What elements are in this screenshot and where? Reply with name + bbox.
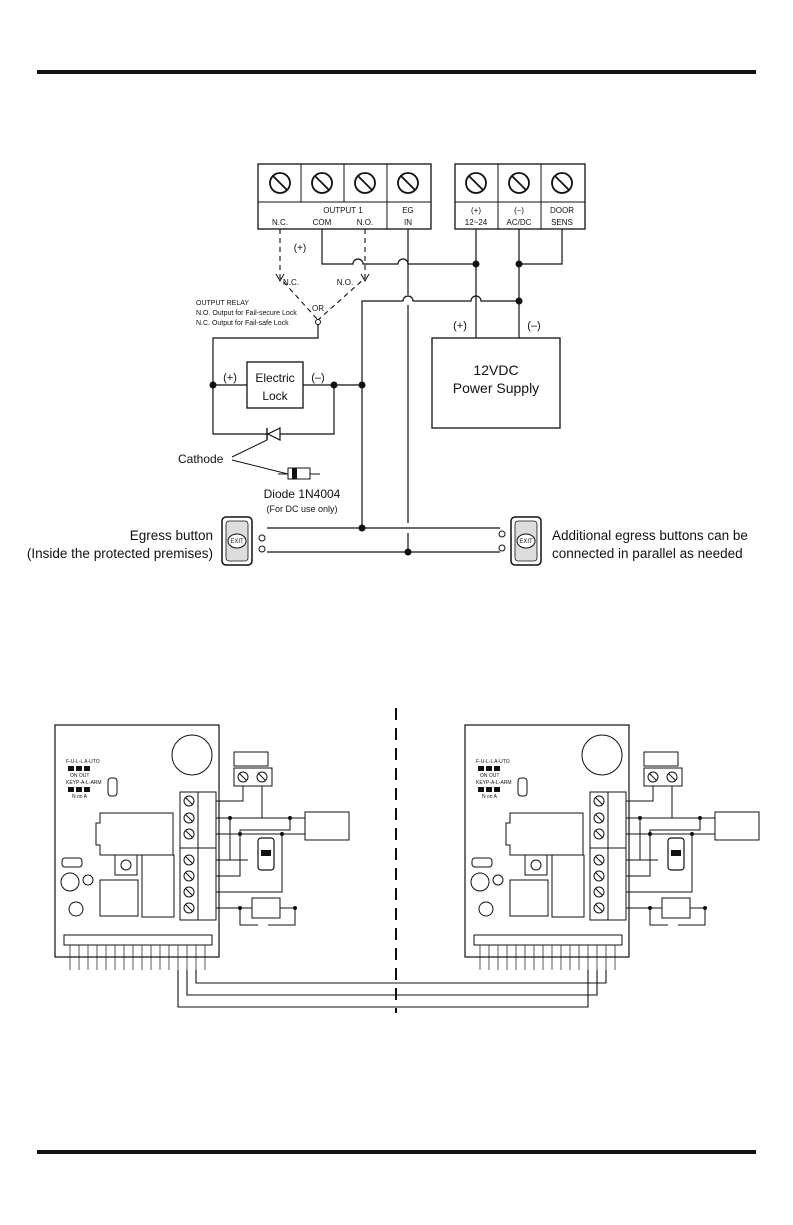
lock-minus-label: (–) xyxy=(311,372,324,384)
minus-terminal-label: (–) xyxy=(514,206,524,215)
top-rule xyxy=(37,70,756,74)
egress-label-line2: (Inside the protected premises) xyxy=(27,546,213,561)
in-terminal-label: IN xyxy=(404,218,412,227)
additional-egress-line1: Additional egress buttons can be xyxy=(552,528,748,543)
plus-terminal-label: (+) xyxy=(471,206,481,215)
exit-icon: EXIT xyxy=(230,539,244,545)
voltage-terminal-label: 12~24 xyxy=(465,218,488,227)
no-terminal-label: N.O. xyxy=(357,218,373,227)
relay-nc-note: N.C. Output for Fail-safe Lock xyxy=(196,320,289,327)
diode-symbol: Cathode Diode 1N4004 (For DC use only) xyxy=(178,427,341,514)
screw-icon xyxy=(354,172,376,194)
psu-label-line1: 12VDC xyxy=(473,362,518,378)
com-terminal-label: COM xyxy=(313,218,332,227)
relay-title: OUTPUT RELAY xyxy=(196,300,249,307)
power-supply: 12VDC Power Supply (+) (–) xyxy=(431,320,561,429)
screw-icon xyxy=(397,172,419,194)
diode-name-label: Diode 1N4004 xyxy=(264,487,341,501)
screw-icon xyxy=(465,172,487,194)
relay-plus-label: (+) xyxy=(294,243,307,254)
terminal-block-left: OUTPUT 1 N.C. COM N.O. EG IN xyxy=(257,163,432,230)
lock-label-line1: Electric xyxy=(255,371,294,385)
nc-terminal-label: N.C. xyxy=(272,218,288,227)
relay-dashed xyxy=(279,229,366,321)
relay-no-label: N.O. xyxy=(337,278,353,287)
door-terminal-label: DOOR xyxy=(550,206,574,215)
sens-terminal-label: SENS xyxy=(551,218,573,227)
electric-lock: Electric Lock (+) (–) xyxy=(223,361,334,409)
jumper-label: N on A xyxy=(72,794,88,800)
controller-panel-right xyxy=(465,725,759,970)
screw-icon xyxy=(269,172,291,194)
lock-plus-label: (+) xyxy=(223,372,237,384)
relay-no-note: N.O. Output for Fail-secure Lock xyxy=(196,310,297,317)
eg-terminal-label: EG xyxy=(402,206,414,215)
relay-or-label: OR xyxy=(312,304,324,313)
egress-label-line1: Egress button xyxy=(130,528,213,543)
relay-nc-label: N.C. xyxy=(283,278,299,287)
screw-icon xyxy=(508,172,530,194)
diode-note-label: (For DC use only) xyxy=(266,504,337,514)
acdc-terminal-label: AC/DC xyxy=(507,218,532,227)
egress-button-right: EXIT xyxy=(498,516,542,566)
top-wiring xyxy=(212,229,563,553)
cathode-label: Cathode xyxy=(178,452,224,466)
psu-label-line2: Power Supply xyxy=(453,380,539,396)
additional-egress-line2: connected in parallel as needed xyxy=(552,546,743,561)
screw-icon xyxy=(311,172,333,194)
controller-panel-left: F-U-L-L A-UTO ON OUT KEYP-A-L-ARM N on A xyxy=(54,724,350,970)
exit-icon: EXIT xyxy=(519,539,533,545)
psu-plus-label: (+) xyxy=(453,320,467,332)
psu-minus-label: (–) xyxy=(527,320,540,332)
bottom-rule xyxy=(37,1150,756,1154)
egress-button-left: EXIT xyxy=(221,516,266,566)
junction-dots xyxy=(209,260,523,556)
screw-icon xyxy=(551,172,573,194)
terminal-block-right: (+) 12~24 (–) AC/DC DOOR SENS xyxy=(454,163,586,230)
interconnect-wiring xyxy=(177,970,607,1008)
jumper-label: F-U-L-L A-UTO xyxy=(66,759,100,765)
output1-label: OUTPUT 1 xyxy=(323,206,363,215)
lock-label-line2: Lock xyxy=(262,389,288,403)
jumper-label: ON OUT xyxy=(70,773,89,779)
jumper-label: KEYP-A-L-ARM xyxy=(66,780,102,786)
